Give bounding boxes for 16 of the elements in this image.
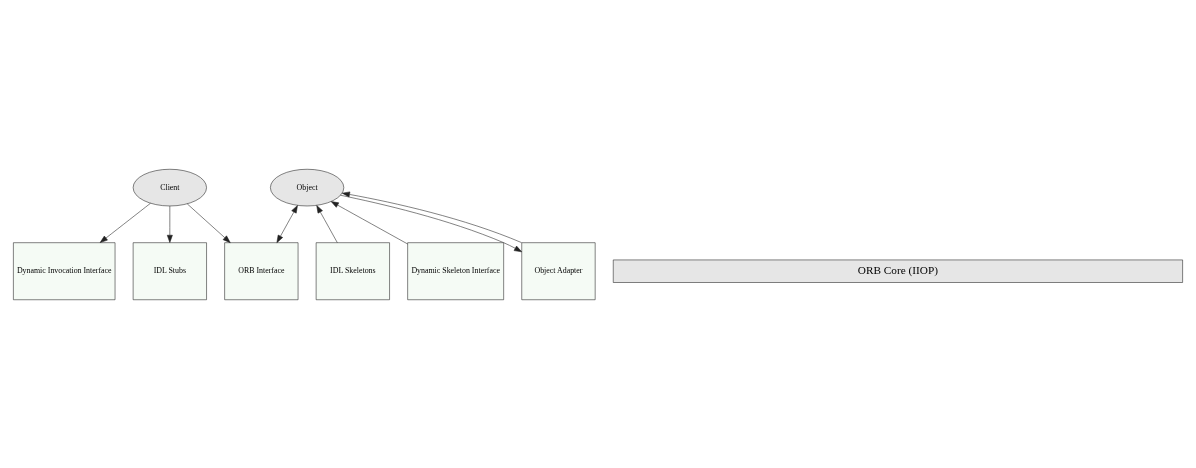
arrow (330, 200, 408, 244)
node-box: IDL Skeletons (315, 241, 390, 300)
node-ellipse: Client (132, 168, 207, 206)
node-box: ORB Interface (224, 241, 299, 300)
node-box: Dynamic Invocation Interface (13, 241, 116, 300)
node-box: Object Adapter (521, 241, 596, 300)
arrow (342, 191, 522, 243)
arrow (99, 202, 151, 243)
arrow (187, 203, 231, 243)
node-box: ORB Core (IIOP) (612, 259, 1183, 283)
arrow (167, 205, 173, 243)
node-box: IDL Stubs (132, 241, 207, 300)
arrow (340, 194, 522, 252)
arrow (276, 204, 298, 243)
node-box: Dynamic Skeleton Interface (407, 241, 504, 300)
arrow (316, 204, 338, 243)
